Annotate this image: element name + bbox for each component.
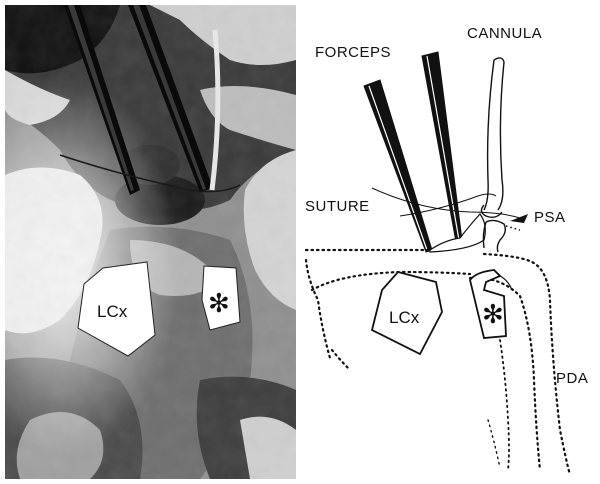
drawing-psa xyxy=(485,219,507,253)
psa-arrowhead xyxy=(510,214,528,223)
schematic-drawing xyxy=(304,51,572,477)
photo-suture xyxy=(59,154,241,193)
cannula-label: CANNULA xyxy=(467,25,542,42)
dotted-boundaries xyxy=(304,248,572,477)
forceps-label: FORCEPS xyxy=(315,44,391,61)
drawing-suture xyxy=(371,187,521,219)
suture-label: SUTURE xyxy=(305,198,370,215)
drawing-star-box xyxy=(469,269,507,339)
photo-lcx-box xyxy=(77,261,156,357)
pda-label: PDA xyxy=(556,370,588,387)
drawing-forceps xyxy=(363,51,486,253)
photo-forceps xyxy=(64,5,213,195)
drawing-cannula xyxy=(480,57,505,219)
photo-lcx-label: LCx xyxy=(97,302,128,321)
drawing-lcx-label: LCx xyxy=(389,308,420,327)
psa-label: PSA xyxy=(534,209,566,226)
drawing-lcx-box xyxy=(370,270,443,356)
surgical-photo: LCx ✻ xyxy=(5,5,296,479)
photo-star-label: ✻ xyxy=(208,289,230,319)
photo-star-box xyxy=(201,265,241,331)
drawing-star-label: ✻ xyxy=(482,300,504,330)
photo-cannula xyxy=(209,29,221,191)
